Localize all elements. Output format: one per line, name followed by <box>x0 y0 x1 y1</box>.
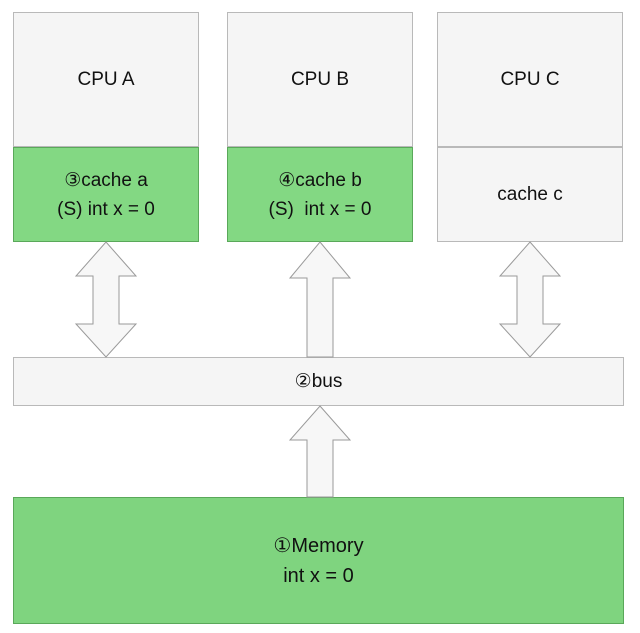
memory-box: ①Memory int x = 0 <box>13 497 624 624</box>
cache-a-value: (S) int x = 0 <box>57 198 155 220</box>
cpu-b-label: CPU B <box>290 68 350 90</box>
bus-label: ②bus <box>294 371 343 392</box>
cache-a-title: ③cache a <box>64 169 148 191</box>
cpu-c-block: CPU C cache c <box>437 12 623 242</box>
memory-value: int x = 0 <box>283 564 354 587</box>
cpu-a-block: CPU A ③cache a (S) int x = 0 <box>13 12 199 242</box>
cpu-b-box: CPU B <box>227 12 413 147</box>
cache-c-title: cache c <box>497 184 563 205</box>
cpu-a-label: CPU A <box>77 68 135 90</box>
arrow-bus-cache-b <box>288 241 352 358</box>
arrow-cache-c-bus <box>498 241 562 358</box>
cache-c-box: cache c <box>437 147 623 242</box>
cpu-c-box: CPU C <box>437 12 623 147</box>
bus-box: ②bus <box>13 357 624 406</box>
cache-b-box: ④cache b (S) int x = 0 <box>227 147 413 242</box>
cpu-b-block: CPU B ④cache b (S) int x = 0 <box>227 12 413 242</box>
memory-title: ①Memory <box>273 534 364 557</box>
cache-a-box: ③cache a (S) int x = 0 <box>13 147 199 242</box>
arrow-cache-a-bus <box>74 241 138 358</box>
cpu-a-box: CPU A <box>13 12 199 147</box>
cache-b-title: ④cache b <box>278 169 362 191</box>
cache-b-value: (S) int x = 0 <box>268 198 372 220</box>
cpu-c-label: CPU C <box>500 68 560 90</box>
arrow-memory-bus <box>288 405 352 498</box>
